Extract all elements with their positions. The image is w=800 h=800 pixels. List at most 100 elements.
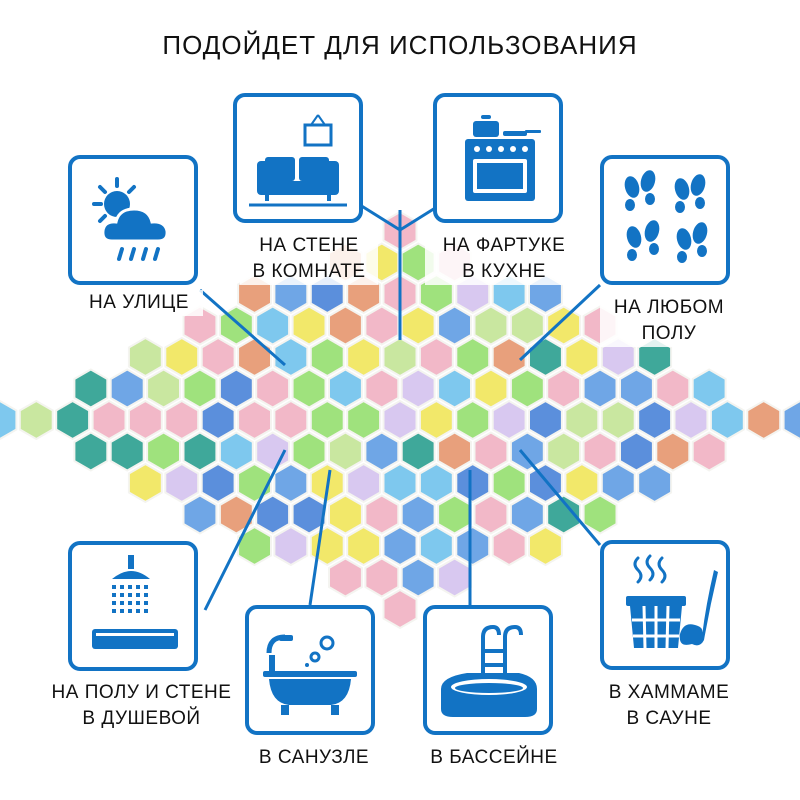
mosaic-tile [655, 368, 691, 409]
mosaic-tile [691, 431, 727, 472]
mosaic-tile [364, 305, 400, 346]
bathtub-icon [263, 634, 357, 715]
mosaic-tile [346, 462, 382, 504]
mosaic-tile [473, 305, 509, 346]
mosaic-tile [382, 525, 418, 567]
mosaic-tile [200, 336, 236, 378]
mosaic-tile [164, 336, 200, 378]
mosaic-tile [491, 399, 527, 441]
mosaic-tile [218, 431, 254, 472]
mosaic-tile [146, 431, 181, 472]
label-room-wall: НА СТЕНЕ В КОМНАТЕ [240, 233, 378, 285]
shower-icon [92, 555, 178, 649]
mosaic-tile [418, 399, 454, 441]
card-kitchen-apron [433, 93, 563, 223]
mosaic-tile [127, 336, 163, 378]
mosaic-tile [528, 336, 563, 378]
mosaic-tile [619, 431, 654, 472]
mosaic-tile [509, 494, 545, 535]
pool-icon [441, 624, 537, 717]
mosaic-tile [364, 431, 400, 472]
mosaic-tile [200, 399, 236, 441]
mosaic-tile [273, 399, 309, 441]
card-sauna [600, 540, 730, 670]
mosaic-tile [127, 462, 163, 504]
mosaic-tile [146, 368, 181, 409]
card-pool [423, 605, 553, 735]
mosaic-tile [218, 305, 254, 346]
mosaic-tile [528, 399, 563, 441]
mosaic-tile [455, 399, 491, 441]
mosaic-tile [309, 336, 345, 378]
mosaic-tile [91, 399, 127, 441]
mosaic-tile [473, 431, 509, 472]
label-outdoor: НА УЛИЦЕ [75, 290, 203, 316]
label-shower: НА ПОЛУ И СТЕНЕ В ДУШЕВОЙ [35, 680, 248, 732]
mosaic-tile [600, 399, 636, 441]
mosaic-tile [200, 462, 236, 504]
mosaic-tile [346, 399, 382, 441]
mosaic-tile [437, 368, 472, 409]
mosaic-tile [346, 525, 382, 567]
mosaic-tile [164, 399, 200, 441]
mosaic-tile [309, 462, 345, 504]
mosaic-tile [182, 368, 218, 409]
mosaic-tile [291, 305, 327, 346]
page-title: ПОДОЙДЕТ ДЛЯ ИСПОЛЬЗОВАНИЯ [162, 30, 638, 60]
mosaic-tile [473, 494, 509, 535]
mosaic-tile [564, 399, 600, 441]
mosaic-tile [673, 399, 709, 441]
mosaic-tile [273, 336, 309, 378]
mosaic-tile [346, 336, 382, 378]
mosaic-tile [382, 399, 418, 441]
mosaic-tile [455, 462, 491, 504]
mosaic-tile [18, 399, 54, 441]
mosaic-tile [73, 431, 109, 472]
mosaic-tile [528, 462, 563, 504]
mosaic-tile [382, 462, 418, 504]
mosaic-tile [546, 368, 582, 409]
mosaic-tile [182, 494, 218, 535]
label-any-floor: НА ЛЮБОМ ПОЛУ [600, 295, 738, 347]
mosaic-tile [509, 368, 545, 409]
mosaic-tile [691, 368, 727, 409]
mosaic-tile [328, 557, 363, 598]
mosaic-tile [0, 399, 18, 441]
mosaic-tile [291, 431, 327, 472]
mosaic-tile [491, 336, 527, 378]
card-bathroom [245, 605, 375, 735]
mosaic-tile [564, 462, 600, 504]
mosaic-tile [400, 494, 436, 535]
mosaic-tile [473, 368, 509, 409]
mosaic-tile [309, 525, 345, 567]
sauna-icon [626, 554, 718, 649]
mosaic-tile [437, 557, 472, 598]
card-room-wall [233, 93, 363, 223]
mosaic-tile [382, 210, 418, 252]
mosaic-tile [582, 431, 618, 472]
mosaic-tile [255, 431, 291, 472]
mosaic-tile [400, 557, 436, 598]
mosaic-tile [364, 557, 400, 598]
mosaic-tile [127, 399, 163, 441]
mosaic-tile [509, 305, 545, 346]
mosaic-tile [382, 336, 418, 378]
label-pool: В БАССЕЙНЕ [415, 745, 573, 771]
mosaic-tile [73, 368, 109, 409]
mosaic-tile [237, 462, 272, 504]
mosaic-tile [546, 494, 582, 535]
mosaic-tile [509, 431, 545, 472]
mosaic-tile [255, 305, 291, 346]
sofa-icon [249, 114, 347, 207]
mosaic-tile [400, 368, 436, 409]
mosaic-tile [637, 462, 673, 504]
label-sauna: В ХАММАМЕ В САУНЕ [595, 680, 743, 732]
mosaic-tile [237, 399, 272, 441]
mosaic-tile [55, 399, 91, 441]
mosaic-tile [364, 494, 400, 535]
mosaic-tile [400, 431, 436, 472]
mosaic-tile [546, 305, 582, 346]
mosaic-tile [109, 431, 145, 472]
mosaic-tile [255, 494, 291, 535]
mosaic-tile [528, 525, 563, 567]
